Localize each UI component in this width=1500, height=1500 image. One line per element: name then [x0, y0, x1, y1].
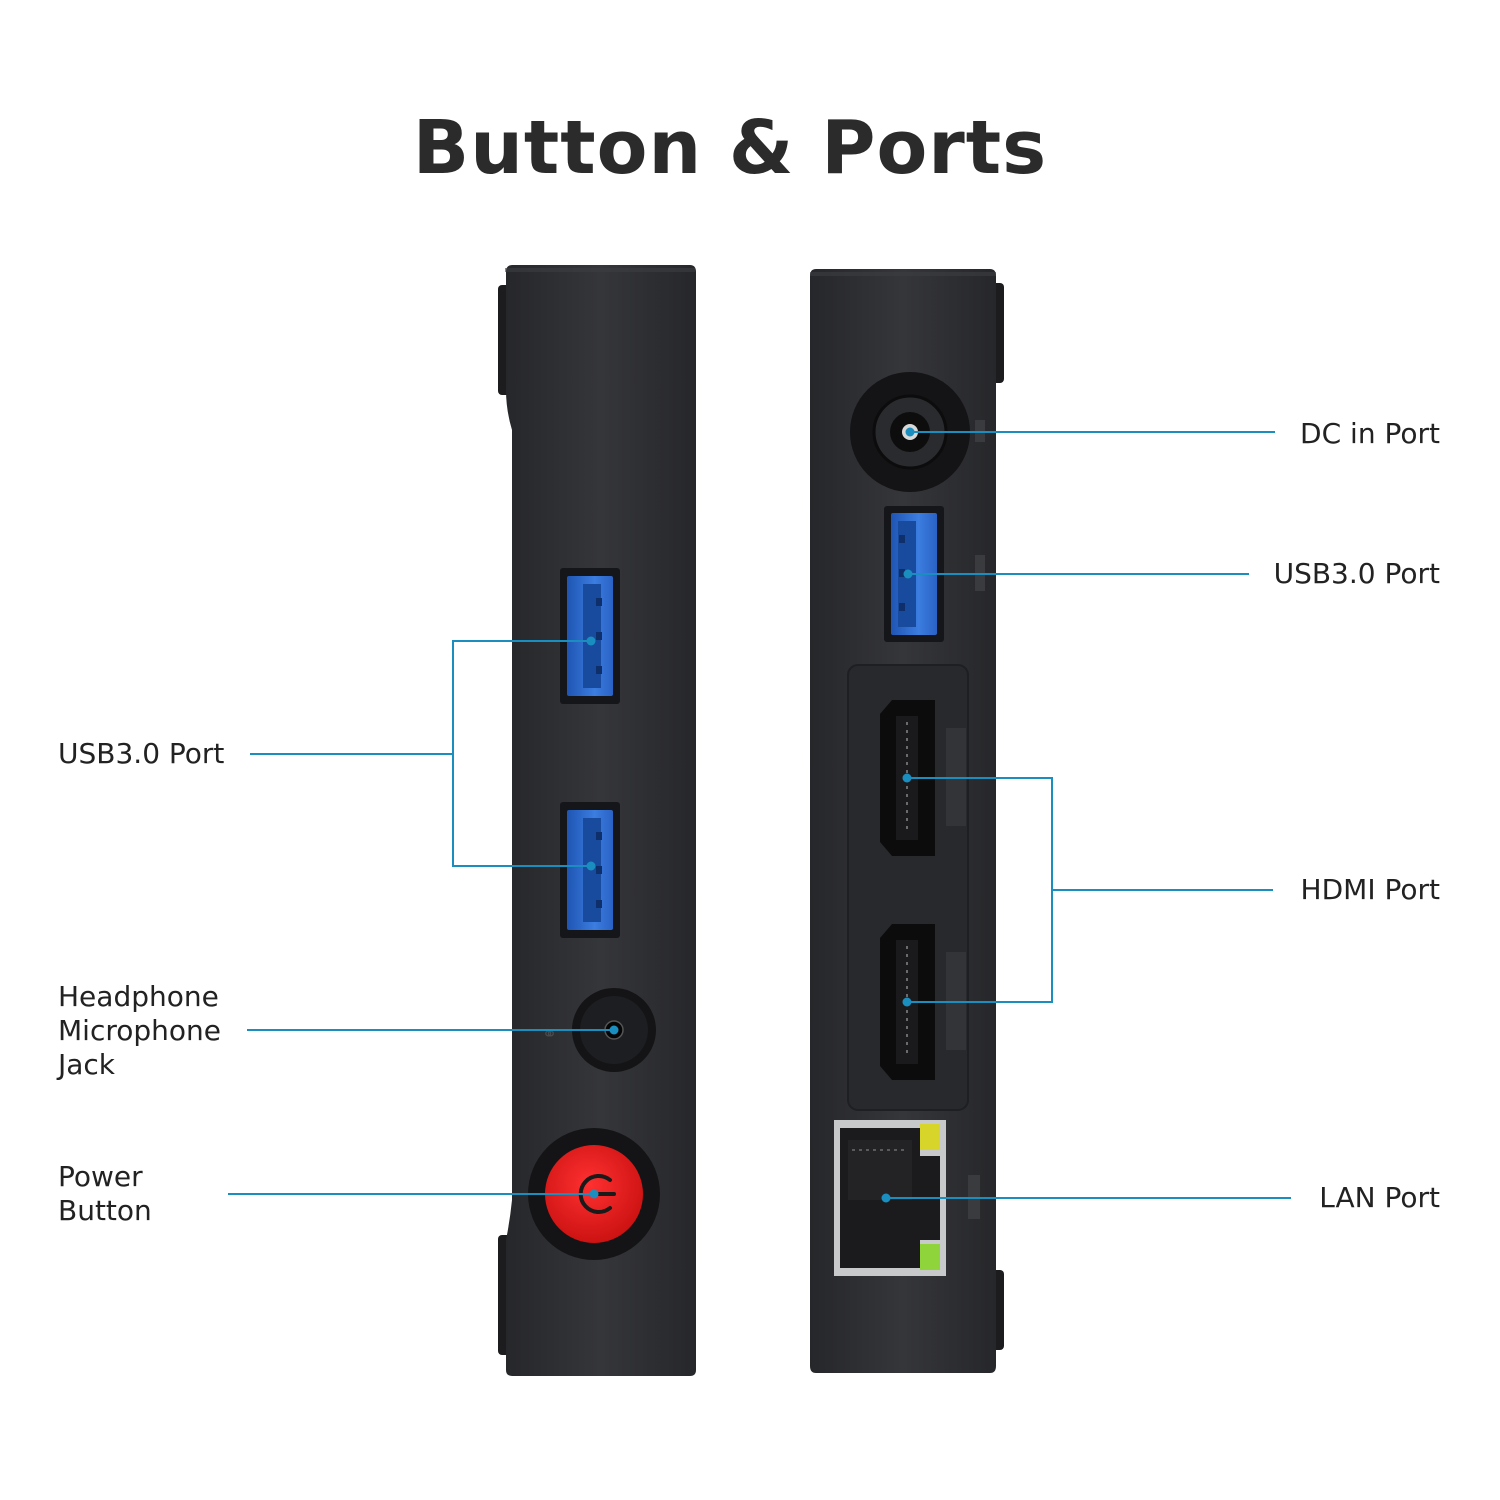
leader-dots	[586, 427, 915, 1203]
label-lan-port: LAN Port	[1319, 1181, 1440, 1214]
label-power-line1: Power	[58, 1160, 143, 1193]
label-headphone-line3: Jack	[58, 1048, 116, 1081]
svg-text:⚭: ⚭	[542, 1024, 557, 1045]
label-headphone-line2: Microphone	[58, 1014, 221, 1047]
label-right-usb: USB3.0 Port	[1273, 557, 1440, 590]
lan-led-green	[920, 1244, 940, 1270]
label-headphone-line1: Headphone	[58, 980, 219, 1013]
lan-led-yellow	[920, 1124, 940, 1150]
label-headphone-jack: Headphone Microphone Jack	[58, 980, 221, 1082]
label-power-button: Power Button	[58, 1160, 152, 1228]
label-power-line2: Button	[58, 1194, 152, 1227]
label-hdmi-port: HDMI Port	[1300, 873, 1440, 906]
left-usb-port-1[interactable]	[560, 568, 620, 704]
page-title: Button & Ports	[412, 105, 1048, 191]
label-dc-in-port: DC in Port	[1300, 417, 1440, 450]
leader-lines	[228, 431, 1291, 1199]
left-device-front-panel: ⚭	[498, 265, 696, 1376]
label-left-usb: USB3.0 Port	[58, 737, 225, 770]
